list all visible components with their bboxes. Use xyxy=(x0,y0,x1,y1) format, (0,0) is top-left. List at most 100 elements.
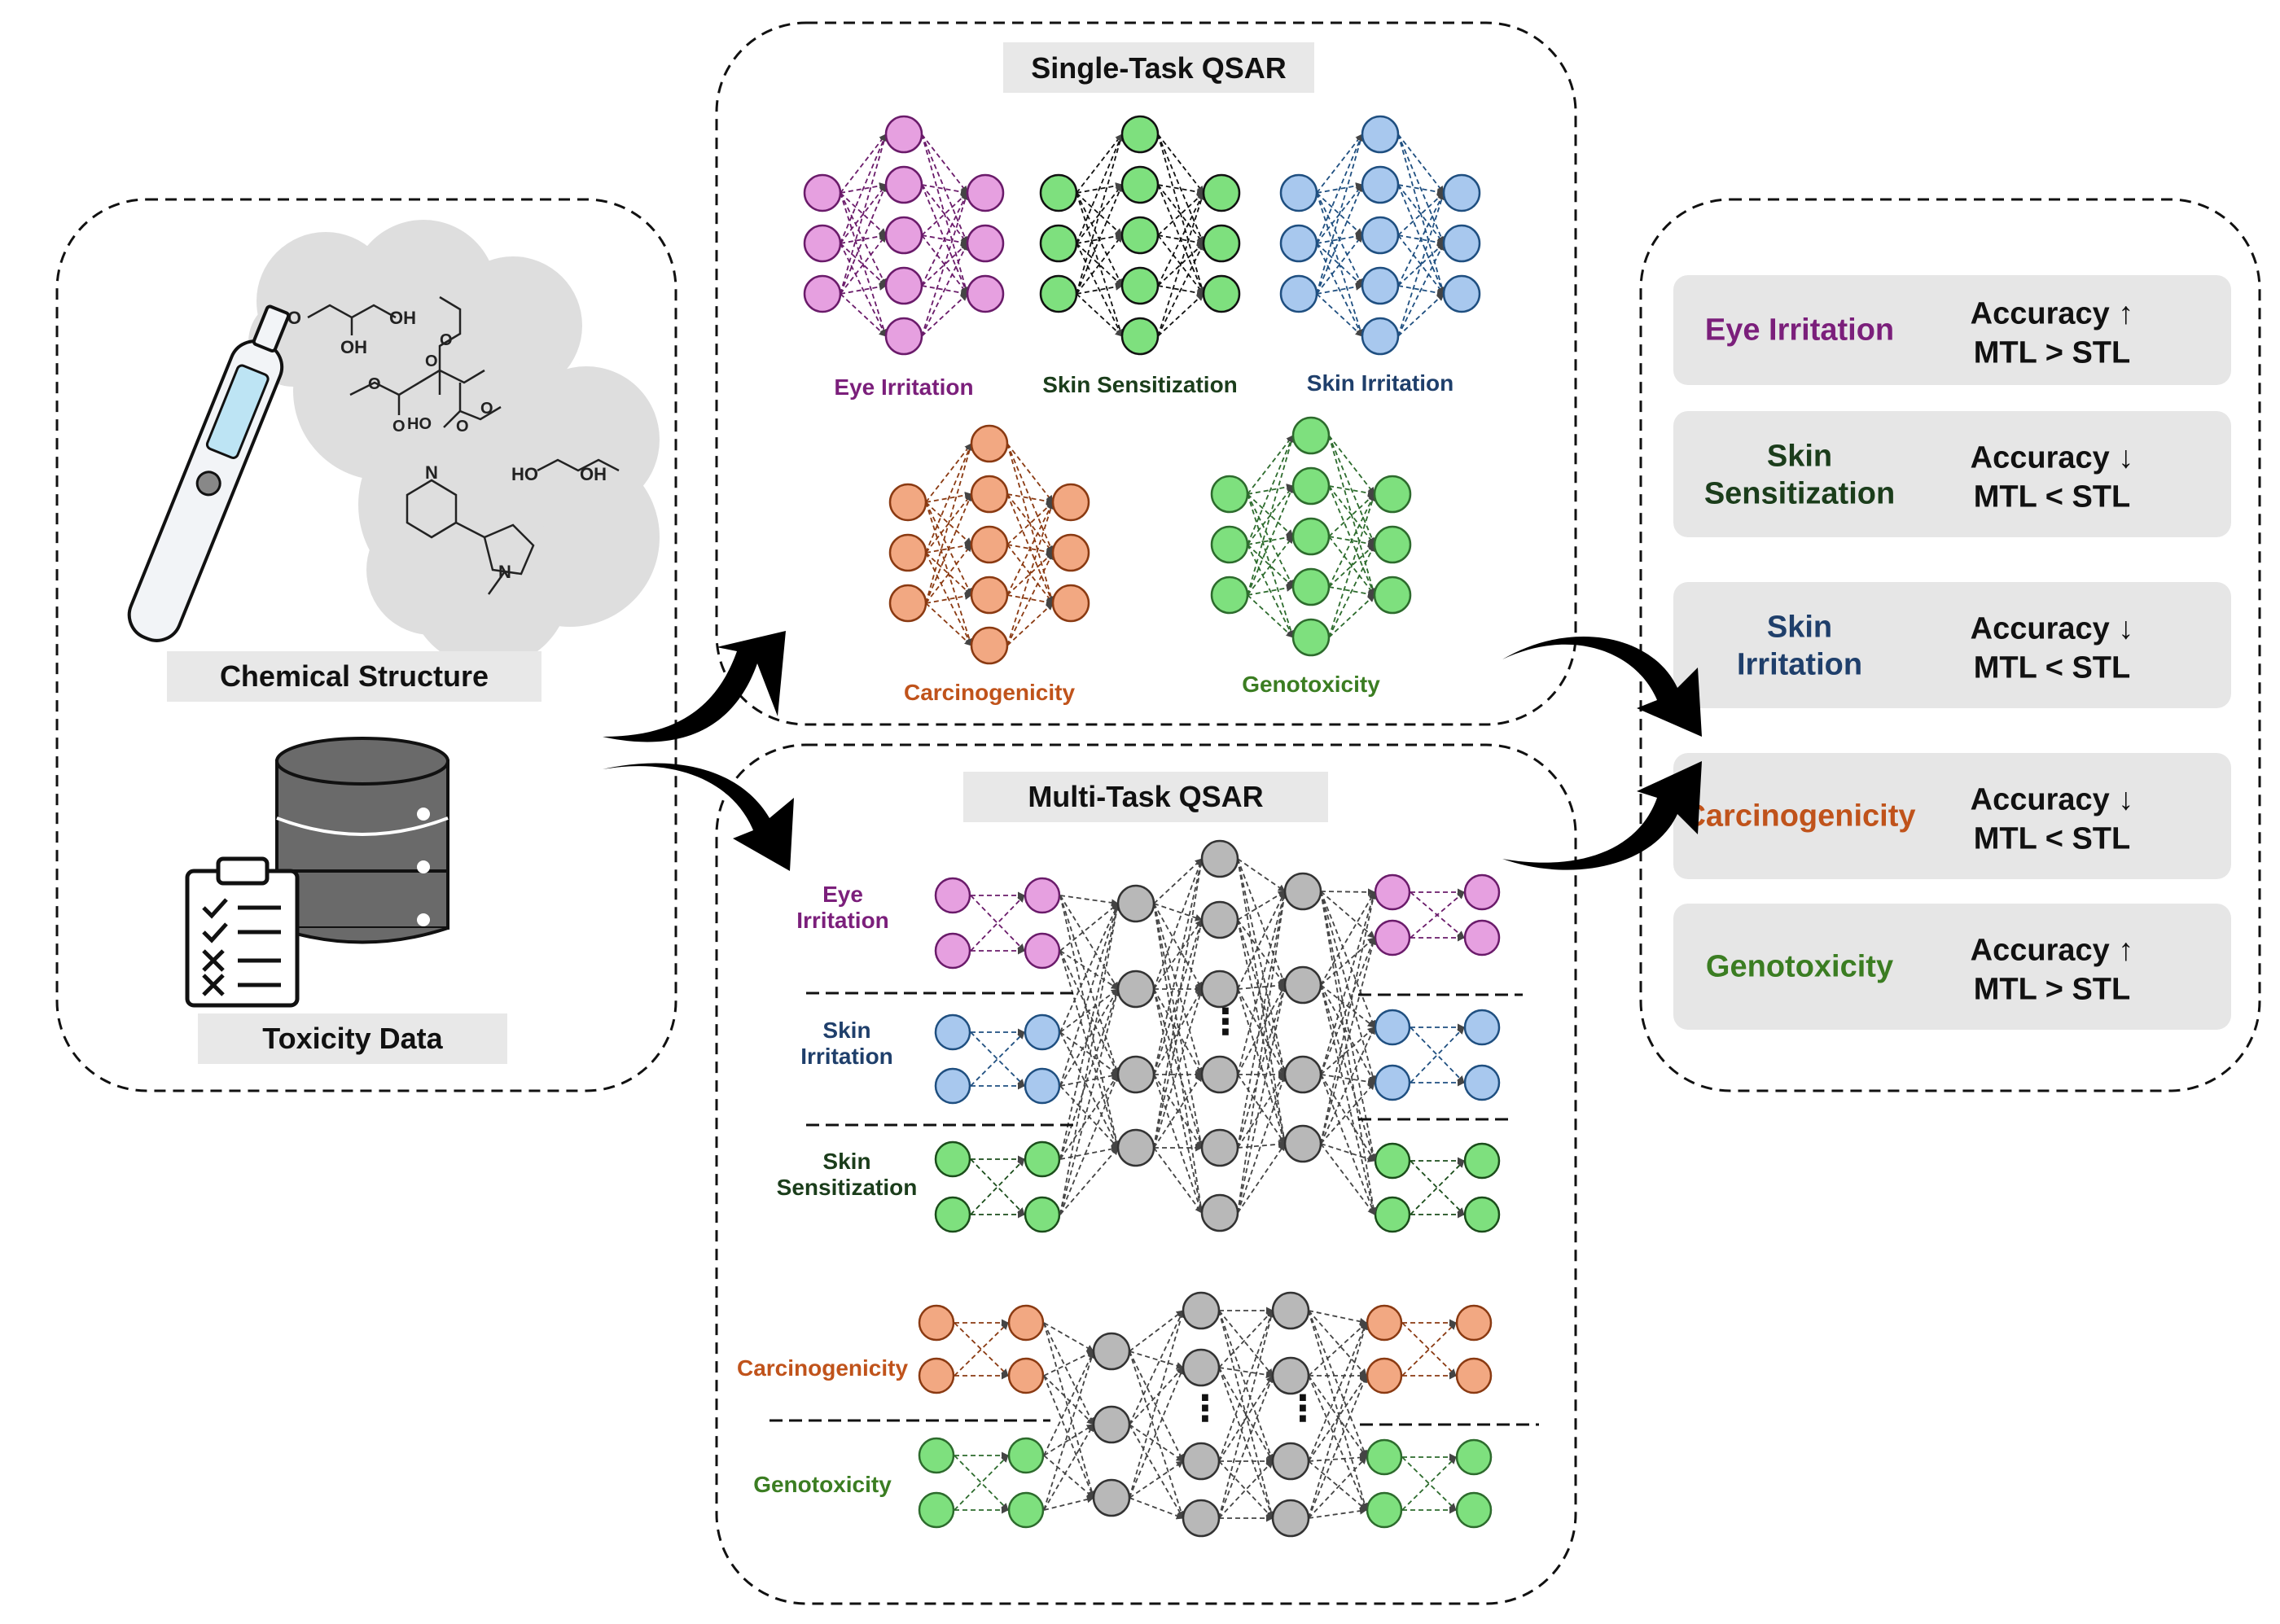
network-edge xyxy=(970,895,1025,952)
network-edge xyxy=(1237,984,1287,1214)
network-node xyxy=(1116,884,1155,923)
network-edge xyxy=(1320,1026,1375,1075)
network-edge xyxy=(1059,988,1119,1087)
network-node xyxy=(970,424,1009,463)
network-edge xyxy=(840,243,887,337)
network-edge xyxy=(1308,1375,1367,1462)
network-edge xyxy=(1059,1031,1119,1149)
single-task-network: Carcinogenicity xyxy=(888,424,1090,705)
network-edge xyxy=(1401,1456,1457,1511)
network-edge xyxy=(1247,544,1294,638)
network-edge xyxy=(954,1455,1009,1511)
network-edge xyxy=(840,134,888,244)
network-node xyxy=(970,525,1009,564)
network-node xyxy=(1116,1128,1155,1167)
network-edge xyxy=(1316,192,1363,236)
network-edge xyxy=(1218,1367,1274,1519)
toxicity-data-label-bg xyxy=(198,1013,507,1064)
network-node xyxy=(1373,576,1412,615)
network-node xyxy=(1366,1304,1403,1342)
network-edge xyxy=(1308,1310,1367,1377)
network-node xyxy=(1182,1499,1221,1538)
network-node xyxy=(1442,274,1481,313)
network-edge xyxy=(1059,988,1120,1215)
network-edge xyxy=(1153,1074,1204,1214)
network-edge xyxy=(1059,1074,1119,1160)
network-edge xyxy=(1043,1424,1094,1511)
network-edge xyxy=(1153,858,1204,990)
arrow-to-single-task xyxy=(603,631,786,742)
network-edge xyxy=(1218,1375,1274,1519)
network-edge xyxy=(1308,1507,1367,1519)
network-edge xyxy=(1059,1072,1119,1087)
network-edge xyxy=(1308,1322,1369,1519)
network-edge xyxy=(1308,1310,1367,1325)
network-edge xyxy=(1237,1074,1286,1149)
network-node xyxy=(1283,872,1322,911)
network-node xyxy=(1182,1442,1221,1481)
network-edge xyxy=(1129,1367,1184,1425)
network-edge xyxy=(1218,1310,1275,1519)
network-node xyxy=(1007,1304,1045,1342)
network-node xyxy=(803,274,842,313)
network-node xyxy=(1373,475,1412,514)
atom-label: O xyxy=(392,418,406,436)
network-node xyxy=(1182,1348,1221,1387)
network-edge xyxy=(1043,1322,1096,1499)
network-edge xyxy=(1218,1310,1274,1462)
network-edge xyxy=(1153,858,1204,1075)
result-accuracy-label: Accuracy ↓ xyxy=(1971,441,2134,475)
network-edge xyxy=(1308,1322,1368,1462)
network-edge xyxy=(1397,192,1445,287)
network-edge xyxy=(1320,937,1376,1075)
network-edge xyxy=(1320,891,1377,1145)
network-node xyxy=(1039,274,1078,313)
network-node xyxy=(1463,919,1501,956)
network-node xyxy=(1374,1064,1411,1101)
network-node xyxy=(1279,274,1318,313)
network-node xyxy=(888,533,927,572)
network-edge xyxy=(1076,184,1124,295)
network-edge xyxy=(1006,501,1054,646)
network-label: Genotoxicity xyxy=(753,1472,892,1497)
network-edge xyxy=(1237,891,1287,1149)
network-edge xyxy=(1218,1375,1274,1462)
network-edge xyxy=(1328,485,1375,545)
network-edge xyxy=(1247,485,1295,596)
network-edge xyxy=(1059,903,1120,1160)
network-edge xyxy=(1076,243,1123,337)
flow-arrows xyxy=(603,631,1702,871)
network-edge xyxy=(1237,984,1287,1149)
network-edge xyxy=(1129,1350,1184,1462)
network-node xyxy=(1361,317,1400,356)
network-edge xyxy=(1328,594,1375,638)
network-edge xyxy=(1237,891,1286,990)
network-edge xyxy=(1043,1375,1095,1499)
network-node xyxy=(1374,1196,1411,1233)
network-edge xyxy=(1153,903,1203,921)
network-node xyxy=(1373,525,1412,564)
network-edge xyxy=(1218,1310,1274,1377)
network-edge xyxy=(1308,1454,1367,1462)
network-edge xyxy=(1247,544,1294,588)
multi-task-title-bg xyxy=(963,772,1328,822)
network-edge xyxy=(1316,243,1363,337)
network-node xyxy=(1202,274,1241,313)
network-edge xyxy=(970,1031,1025,1087)
network-edge xyxy=(1218,1310,1274,1368)
network-edge xyxy=(1076,192,1123,236)
network-edge xyxy=(925,443,973,554)
network-edge xyxy=(1006,493,1054,554)
network-edge xyxy=(1328,493,1375,537)
network-edge xyxy=(1059,895,1119,990)
network-node xyxy=(1120,317,1160,356)
network-edge xyxy=(1316,243,1363,287)
network-edge xyxy=(1059,950,1119,990)
network-edge xyxy=(1153,858,1203,904)
atom-label: O xyxy=(456,418,469,436)
network-node xyxy=(1200,839,1239,878)
network-node xyxy=(1092,1478,1131,1517)
network-edge xyxy=(840,234,887,295)
